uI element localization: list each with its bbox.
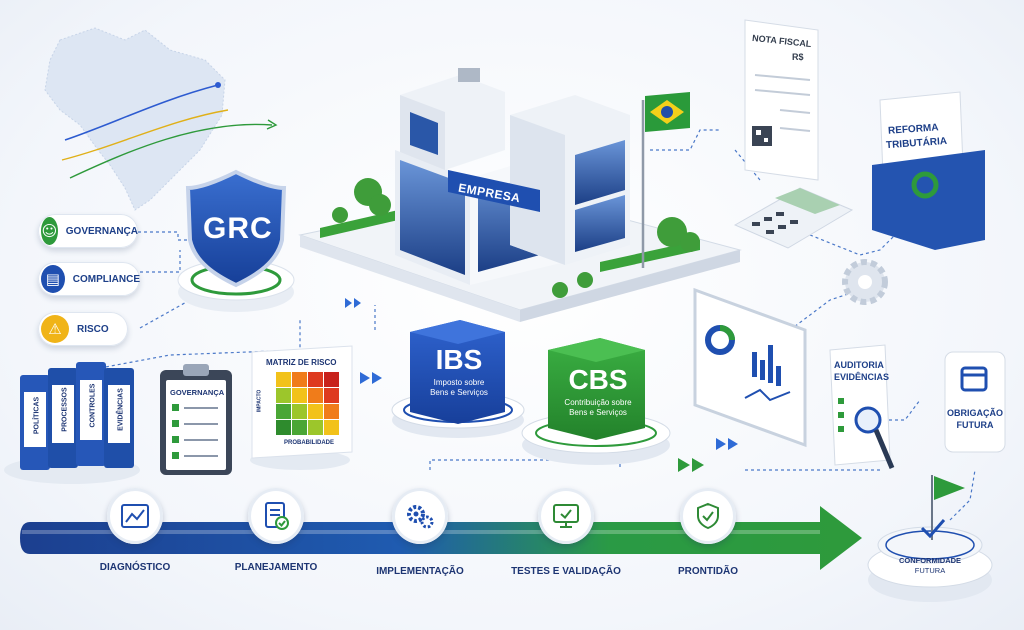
risk-matrix [250,345,353,470]
risk-matrix-x-axis: PROBABILIDADE [284,440,335,446]
binder-label-processos: PROCESSOS [61,387,69,432]
invoice-document [744,19,819,181]
shield-check-icon [697,502,719,530]
step-label: DIAGNÓSTICO [99,562,171,573]
goal-label-1: CONFORMIDADE [898,556,962,565]
goal-label-2: FUTURA [914,566,946,575]
flow-chevrons [345,298,738,450]
governance-clipboard [160,364,232,475]
step-implementacao [392,488,448,544]
pillar-risco: ⚠ RISCO [38,312,128,346]
cbs-title: CBS [568,364,628,395]
risk-matrix-title: MATRIZ DE RISCO [266,358,337,367]
grc-label: GRC [203,212,273,245]
future-obligation-2: FUTURA [956,420,994,430]
people-icon: ☺ [41,217,58,245]
monitor-check-icon [553,504,579,528]
binder-label-politicas: POLÍTICAS [33,396,41,435]
step-label: PRONTIDÃO [678,566,738,577]
binder-label-controles: CONTROLES [89,383,97,428]
cbs-subtitle-1: Contribuição sobre [564,398,632,407]
cbs-subtitle-2: Bens e Serviços [569,408,627,417]
brazil-map-icon [44,27,278,211]
step-label: PLANEJAMENTO [234,562,318,573]
audit-title-1: AUDITORIA [834,360,884,370]
clipboard-icon: ▤ [41,265,65,293]
step-label: TESTES E VALIDAÇÃO [511,566,621,577]
step-testes [538,488,594,544]
risk-matrix-y-axis: IMPACTO [256,389,263,413]
audit-document [829,344,895,469]
grc-shield [177,169,295,312]
company-building [298,68,742,322]
ibs-subtitle-2: Bens e Serviços [430,388,488,397]
audit-title-2: EVIDÊNCIAS [834,372,890,382]
binder-label-evidencias: EVIDÊNCIAS [117,388,125,431]
step-label: IMPLEMENTAÇÃO [376,566,464,577]
reform-folder [872,91,985,250]
pillar-label: RISCO [77,323,109,335]
pillar-governanca: ☺ GOVERNANÇA [38,214,138,248]
step-prontidao [680,488,736,544]
pillar-compliance: ▤ COMPLIANCE [38,262,140,296]
flow-chevrons-green [678,458,704,472]
document-check-icon [265,502,289,530]
gear-icon [842,259,888,305]
invoice-currency: R$ [792,52,804,62]
cbs-block [521,338,671,465]
pillar-label: GOVERNANÇA [65,225,138,237]
pillar-label: COMPLIANCE [72,273,140,285]
ibs-block [391,320,525,438]
future-obligation-card [944,351,1006,453]
ibs-title: IBS [435,344,483,375]
map-route-icon [121,504,149,528]
calculator-icon [733,187,854,249]
dashboard-monitor [693,287,807,448]
goal-pedestal [867,475,993,602]
binders [4,362,140,484]
future-obligation-1: OBRIGAÇÃO [947,408,1003,418]
gears-icon [407,505,434,529]
warning-icon: ⚠ [41,315,69,343]
ibs-subtitle-1: Imposto sobre [433,378,485,387]
step-diagnostico [107,488,163,544]
clipboard-title: GOVERNANÇA [170,388,225,397]
step-planejamento [248,488,304,544]
